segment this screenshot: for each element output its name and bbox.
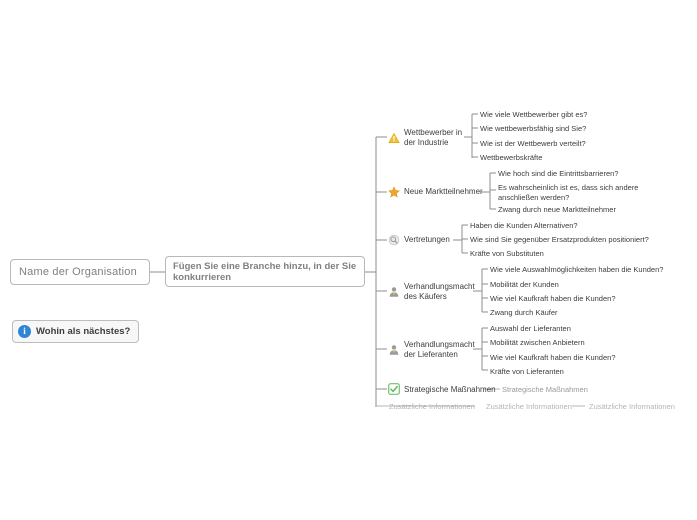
warning-triangle-icon <box>388 132 400 143</box>
next-step-callout[interactable]: i Wohin als nächstes? <box>12 320 140 343</box>
strategic-measures-label: Strategische Maßnahmen <box>404 384 496 394</box>
leaf-item[interactable]: Wie hoch sind die Eintrittsbarrieren? <box>498 169 619 178</box>
root-node[interactable]: Name der Organisation <box>10 259 150 285</box>
info-icon: i <box>18 325 31 338</box>
leaf-item[interactable]: Zwang durch Käufer <box>490 308 558 317</box>
leaf-item[interactable]: Wettbewerbskräfte <box>480 153 543 162</box>
leaf-item[interactable]: Es wahrscheinlich ist es, dass sich ande… <box>498 183 639 202</box>
topic-substitutes[interactable]: Vertretungen <box>388 234 450 246</box>
magnifier-icon <box>388 234 400 246</box>
check-square-icon <box>388 383 400 395</box>
leaf-item[interactable]: Wie ist der Wettbewerb verteilt? <box>480 139 586 148</box>
leaf-item[interactable]: Wie viel Kaufkraft haben die Kunden? <box>490 353 616 362</box>
leaf-item[interactable]: Wie wettbewerbsfähig sind Sie? <box>480 124 587 133</box>
branch-node[interactable]: Fügen Sie eine Branche hinzu, in der Sie… <box>165 256 365 287</box>
leaf-item[interactable]: Kräfte von Lieferanten <box>490 367 564 376</box>
next-step-label: Wohin als nächstes? <box>36 326 131 337</box>
person-icon <box>389 286 399 297</box>
topic-competitors[interactable]: Wettbewerber in der Industrie <box>388 128 462 147</box>
leaf-item[interactable]: Auswahl der Lieferanten <box>490 324 571 333</box>
branch-node-label: Fügen Sie eine Branche hinzu, in der Sie… <box>173 261 357 283</box>
leaf-item[interactable]: Zwang durch neue Marktteilnehmer <box>498 205 616 214</box>
root-node-label: Name der Organisation <box>19 266 137 278</box>
additional-info-item[interactable]: Zusätzliche Informationen <box>589 402 675 411</box>
topic-new-entrants[interactable]: Neue Marktteilnehmer <box>388 186 483 198</box>
leaf-item[interactable]: Haben die Kunden Alternativen? <box>470 221 578 230</box>
leaf-item[interactable]: Mobilität zwischen Anbietern <box>490 338 585 347</box>
person-icon <box>389 344 399 355</box>
leaf-item[interactable]: Mobilität der Kunden <box>490 280 559 289</box>
strategic-measures-child[interactable]: Strategische Maßnahmen <box>502 385 588 394</box>
topic-competitors-label: Wettbewerber in der Industrie <box>404 128 463 147</box>
topic-substitutes-label: Vertretungen <box>404 235 450 245</box>
leaf-item[interactable]: Wie viel Kaufkraft haben die Kunden? <box>490 294 616 303</box>
topic-new-entrants-label: Neue Marktteilnehmer <box>404 187 483 197</box>
leaf-item[interactable]: Kräfte von Substituten <box>470 249 544 258</box>
leaf-item[interactable]: Wie sind Sie gegenüber Ersatzprodukten p… <box>470 235 649 244</box>
star-icon <box>388 186 400 198</box>
additional-info-item[interactable]: Zusätzliche Informationen <box>389 402 475 411</box>
additional-info-item[interactable]: Zusätzliche Informationen <box>486 402 572 411</box>
topic-supplier-power[interactable]: Verhandlungsmacht der Lieferanten <box>388 340 475 359</box>
leaf-item[interactable]: Wie viele Auswahlmöglichkeiten haben die… <box>490 265 664 274</box>
topic-strategic-measures[interactable]: Strategische Maßnahmen <box>388 383 496 395</box>
topic-buyer-power-label: Verhandlungsmacht des Käufers <box>404 282 475 301</box>
topic-supplier-power-label: Verhandlungsmacht der Lieferanten <box>404 340 475 359</box>
topic-buyer-power[interactable]: Verhandlungsmacht des Käufers <box>388 282 475 301</box>
leaf-item[interactable]: Wie viele Wettbewerber gibt es? <box>480 110 588 119</box>
